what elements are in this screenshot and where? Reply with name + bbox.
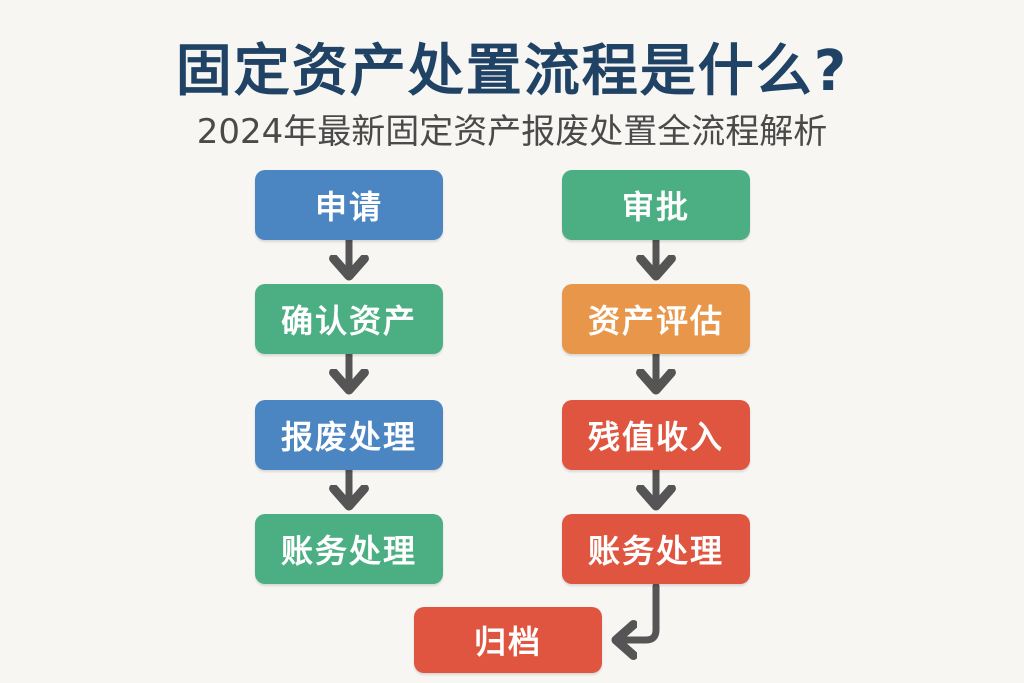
step-archive: 归档 bbox=[414, 607, 602, 673]
step-approval: 审批 bbox=[562, 170, 750, 240]
page-title: 固定资产处置流程是什么? bbox=[175, 39, 849, 104]
step-asset-evaluation: 资产评估 bbox=[562, 284, 750, 354]
step-confirm-asset: 确认资产 bbox=[255, 284, 443, 354]
arrow-elbow-left-icon bbox=[616, 582, 660, 640]
right-arrows bbox=[616, 236, 660, 640]
step-residual-income: 残值收入 bbox=[562, 400, 750, 470]
step-scrap-handling: 报废处理 bbox=[255, 400, 443, 470]
step-apply: 申请 bbox=[255, 170, 443, 240]
page-subtitle: 2024年最新固定资产报废处置全流程解析 bbox=[196, 112, 828, 152]
step-accounting-right: 账务处理 bbox=[562, 514, 750, 584]
step-accounting-left: 账务处理 bbox=[255, 514, 443, 584]
